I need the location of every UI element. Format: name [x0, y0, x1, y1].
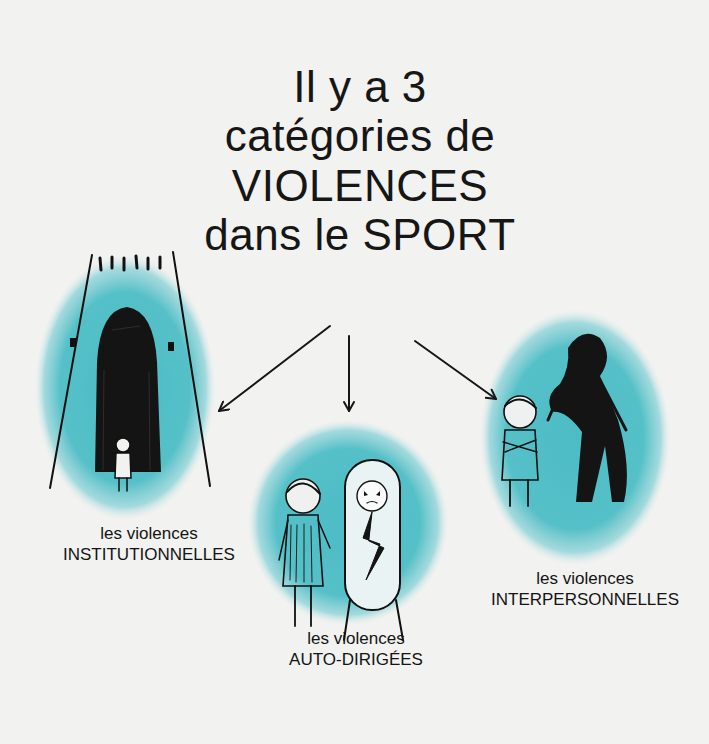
arrow [348, 336, 350, 411]
blob-shape [248, 420, 448, 625]
category-label: les violences INSTITUTIONNELLES [51, 523, 247, 566]
blob-fill [480, 310, 670, 565]
blob-shape [480, 310, 670, 565]
blob-shape [35, 255, 215, 520]
violence-category: les violences AUTO-DIRIGÉES [248, 420, 448, 625]
diagram-title: Il y a 3 catégories de VIOLENCES dans le… [195, 62, 525, 259]
title-arrows [219, 326, 496, 411]
arrow [415, 341, 496, 399]
violence-category: les violences INTERPERSONNELLES [480, 310, 670, 565]
blob-fill [35, 255, 215, 520]
category-label: les violences INTERPERSONNELLES [477, 568, 693, 611]
violence-category: les violences INSTITUTIONNELLES [35, 255, 215, 520]
arrow [219, 326, 330, 411]
blob-fill [248, 420, 448, 625]
category-label: les violences AUTO-DIRIGÉES [281, 628, 431, 671]
